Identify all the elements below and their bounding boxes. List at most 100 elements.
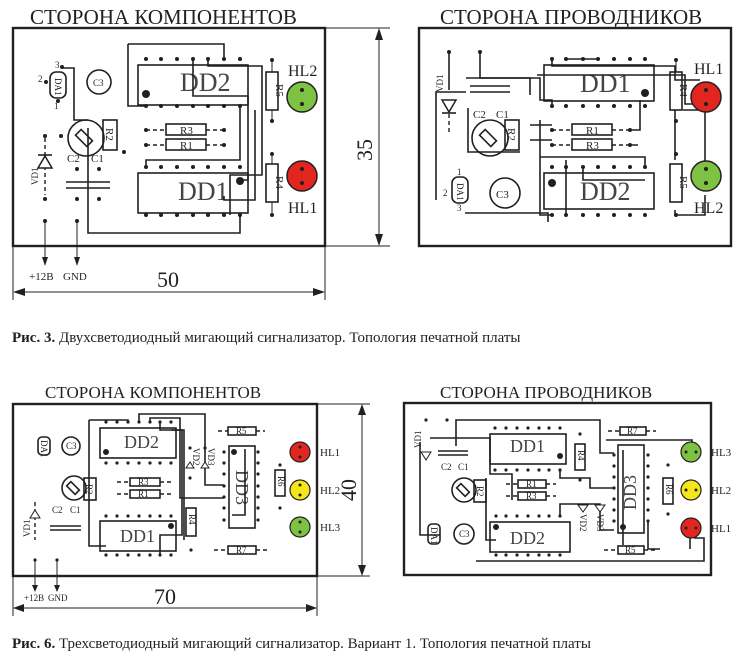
trace (540, 156, 646, 167)
fig6-width-dim: 70 (154, 584, 176, 609)
svg-text:DA1: DA1 (455, 183, 465, 201)
pin1-marker (231, 449, 237, 455)
svg-text:R4: R4 (273, 176, 285, 189)
svg-text:R1: R1 (526, 479, 537, 489)
trace (559, 503, 614, 531)
fig3-caption-label: Рис. 3. (12, 330, 56, 346)
pin1-marker (548, 179, 556, 187)
hl3-led (680, 441, 702, 463)
c1-c2-capacitors: C2 C1 (66, 153, 110, 201)
svg-text:DA1: DA1 (39, 440, 49, 458)
c3-capacitor: C3 (86, 69, 112, 95)
svg-text:R5: R5 (273, 84, 285, 97)
svg-text:R3: R3 (180, 125, 193, 137)
c1-c2-capacitors: C2 C1 (50, 505, 81, 531)
arrow-left-icon (13, 288, 25, 296)
trace (435, 91, 466, 200)
svg-text:C3: C3 (496, 189, 509, 201)
hl1-label: HL1 (694, 61, 723, 78)
vd3-diode: VD3 (594, 504, 606, 532)
c3-capacitor: C3 (61, 436, 81, 456)
svg-text:R1: R1 (138, 489, 149, 499)
svg-text:R2: R2 (103, 128, 115, 141)
hl1-label: HL1 (711, 523, 731, 535)
svg-text:R2: R2 (505, 128, 517, 141)
fig3-caption-text: Двухсветодиодный мигающий сигнализатор. … (55, 330, 521, 346)
vd1-diode: VD1 (435, 50, 458, 135)
dd3-chip (228, 445, 256, 529)
svg-text:DA1: DA1 (429, 527, 439, 545)
svg-text:VD3: VD3 (206, 448, 216, 466)
svg-text:R1: R1 (180, 140, 193, 152)
svg-text:C2: C2 (67, 153, 80, 165)
trace (232, 449, 246, 516)
dd1-label: DD1 (510, 436, 545, 456)
trace (207, 59, 263, 215)
dd2-label: DD2 (180, 68, 231, 97)
trace (582, 167, 645, 181)
da1-regulator: DA1 (427, 523, 441, 545)
fig6-caption: Рис. 6. Трехсветодиодный мигающий сигнал… (12, 636, 591, 653)
dd3-chip (617, 444, 645, 534)
vd1-diode: VD1 (30, 134, 63, 201)
hl1-led (680, 517, 702, 539)
trace (559, 470, 614, 489)
dd1-label: DD1 (178, 177, 229, 206)
fig3-comp-board-outline (11, 26, 327, 248)
svg-text:R3: R3 (526, 491, 537, 501)
svg-text:3: 3 (55, 60, 60, 70)
svg-text:VD1: VD1 (413, 431, 423, 449)
ground-label: GND (63, 271, 87, 283)
fig3-conductor-title: СТОРОНА ПРОВОДНИКОВ (440, 5, 702, 29)
pin1-marker (641, 89, 649, 97)
r5-resistor: R5 (604, 545, 656, 555)
svg-text:VD2: VD2 (191, 448, 201, 466)
hl1-led (289, 441, 311, 463)
svg-text:C1: C1 (458, 462, 469, 472)
fig3-height-dim: 35 (352, 139, 377, 161)
svg-text:R4: R4 (576, 450, 586, 461)
fig6-conductor-title: СТОРОНА ПРОВОДНИКОВ (440, 383, 652, 402)
svg-text:R1: R1 (586, 125, 599, 137)
hl2-led (289, 479, 311, 501)
svg-text:C2: C2 (52, 505, 63, 515)
pin1-marker (168, 523, 174, 529)
vd1-diode: VD1 (413, 418, 432, 461)
svg-text:C3: C3 (93, 78, 104, 88)
dd2-chip (489, 521, 571, 553)
c1-c2-capacitors: C2 C1 (438, 418, 469, 472)
da1-regulator: DA1 (37, 436, 51, 458)
r3-resistor: R3 (144, 123, 226, 137)
power-label: +12В (29, 271, 54, 283)
arrow-left-icon (13, 604, 24, 612)
pin1-marker (142, 90, 150, 98)
svg-text:C3: C3 (459, 529, 470, 539)
arrow-down-icon (375, 234, 383, 246)
dd1-label: DD1 (580, 69, 631, 98)
dd3-label: DD3 (620, 475, 640, 510)
trace (87, 128, 241, 234)
svg-text:R7: R7 (236, 545, 247, 555)
r1-resistor: R1 (117, 489, 171, 499)
dd2-label: DD2 (580, 177, 631, 206)
pin1-marker (493, 524, 499, 530)
hl2-label: HL2 (711, 485, 731, 497)
fig6-comp-board-outline (11, 402, 319, 578)
r5-resistor: R5 (218, 426, 265, 436)
svg-text:1: 1 (457, 167, 462, 177)
fig3-cond-board-outline (417, 26, 733, 248)
r1-resistor: R1 (144, 138, 226, 152)
vd3-diode: VD3 (200, 446, 216, 469)
svg-text:VD1: VD1 (435, 75, 445, 93)
fig6-component-title: СТОРОНА КОМПОНЕНТОВ (45, 383, 261, 402)
svg-text:VD1: VD1 (30, 168, 40, 186)
arrow-right-icon (306, 604, 317, 612)
fig6-cond-board-outline (402, 401, 713, 577)
svg-text:3: 3 (457, 203, 462, 213)
svg-text:VD2: VD2 (578, 514, 588, 532)
svg-text:R5: R5 (625, 545, 636, 555)
vd1-diode: VD1 (22, 502, 41, 540)
da1-regulator: DA1 3 2 1 (38, 60, 67, 111)
r1-resistor: R1 (506, 479, 556, 489)
